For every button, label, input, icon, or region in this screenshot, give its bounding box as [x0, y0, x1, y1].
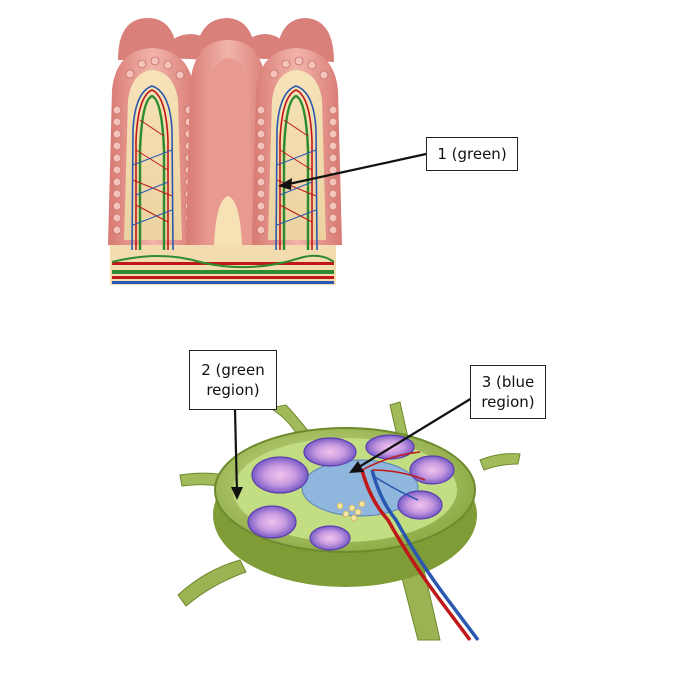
lymph-node-cross-section-illustration: [178, 402, 520, 640]
intestinal-villi-illustration: [108, 18, 342, 285]
label-3-blue-region: 3 (blue region): [470, 365, 546, 419]
label-1-green: 1 (green): [426, 137, 518, 171]
label-2-green-region: 2 (green region): [189, 350, 277, 410]
